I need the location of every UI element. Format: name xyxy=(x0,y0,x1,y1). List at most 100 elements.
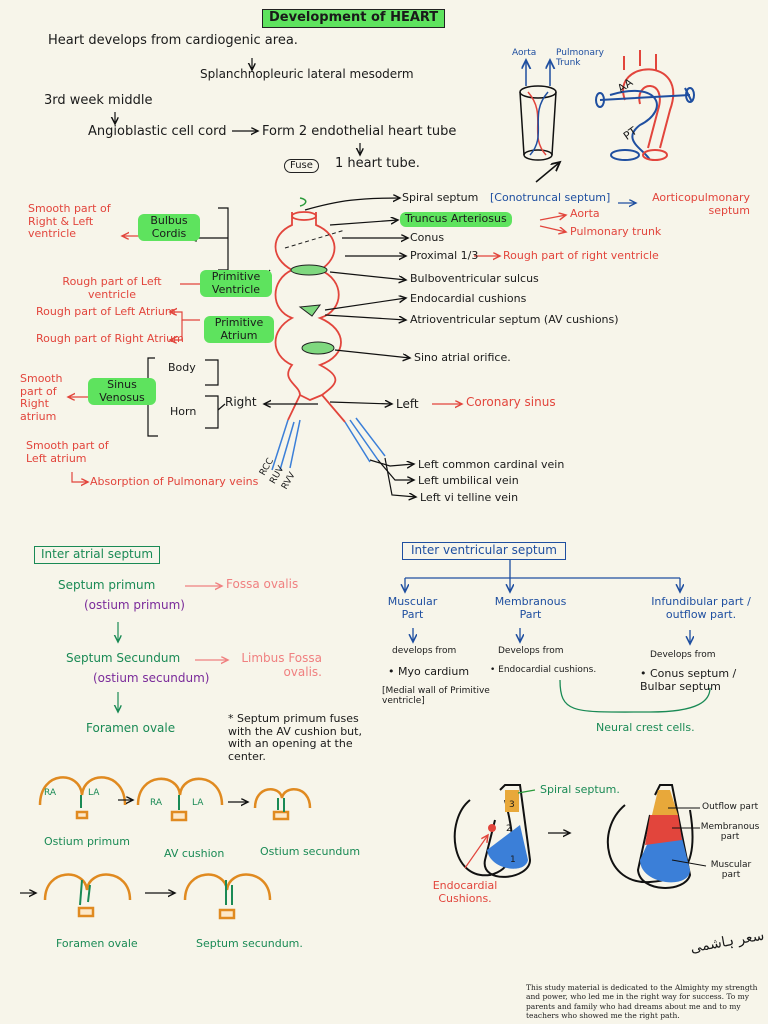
endocardial-label: Endocardial cushions xyxy=(410,292,527,305)
region-2-label: 2 xyxy=(506,824,512,834)
truncus-arteriosus-box: Truncus Arteriosus xyxy=(400,212,512,227)
cushions xyxy=(290,264,335,355)
neural-crest-label: Neural crest cells. xyxy=(596,721,695,734)
ivs-heading: Inter ventricular septum xyxy=(402,542,566,560)
ra-label-1: RA xyxy=(44,788,57,798)
intro-line-1: Heart develops from cardiogenic area. xyxy=(48,33,298,48)
ias-note: * Septum primum fuses with the AV cushio… xyxy=(228,712,362,763)
ventricle-drawing-2 xyxy=(606,784,694,889)
page-title: Development of HEART xyxy=(262,9,446,28)
membranous-part-bottom: Membranous part xyxy=(700,822,760,843)
heart-tube-drawing xyxy=(274,211,346,423)
la-label-2: LA xyxy=(192,798,204,808)
bulbus-cordis-box: Bulbus Cordis xyxy=(138,214,200,242)
endocardial-cushions-ivs: • Endocardial cushions. xyxy=(490,665,597,675)
intro-line-3: 3rd week middle xyxy=(44,93,153,108)
endocardial-cushions-bottom: Endocardial Cushions. xyxy=(432,879,498,905)
smooth-ra-label: Smooth part of Right atrium xyxy=(20,372,63,423)
ra-label-2: RA xyxy=(150,798,163,808)
ostium-secundum-bottom: Ostium secundum xyxy=(260,845,361,858)
pulmonary-trunk-label-red: Pulmonary trunk xyxy=(570,225,662,238)
outflow-part-bottom: Outflow part xyxy=(702,802,759,812)
aorticopulmonary-label: Aorticopulmonary septum xyxy=(652,191,750,217)
muscular-part-label: Muscular Part xyxy=(387,595,438,621)
right-horn-label: Right xyxy=(225,395,257,409)
intro-line-4: Angioblastic cell cord xyxy=(88,124,227,139)
limbus-label: Limbus Fossa ovalis. xyxy=(241,651,322,679)
left-common-cardinal-label: Left common cardinal vein xyxy=(418,458,565,471)
develops-from-3: Develops from xyxy=(650,650,716,660)
ostium-secundum-label: (ostium secundum) xyxy=(93,671,210,685)
medial-wall-label: [Medial wall of Primitive ventricle] xyxy=(382,686,490,707)
rough-la-label: Rough part of Left Atrium xyxy=(36,305,176,318)
tube-arrows xyxy=(147,198,416,497)
ivs-tree xyxy=(405,560,690,644)
develops-from-1: develops from xyxy=(392,646,457,656)
sinoatrial-label: Sino atrial orifice. xyxy=(414,351,511,364)
foramen-ovale-label: Foramen ovale xyxy=(86,721,176,735)
ias-arrows xyxy=(118,586,228,712)
spiral-septum-label: Spiral septum xyxy=(402,191,479,204)
neural-brace xyxy=(559,679,711,713)
outflow-tube-drawing xyxy=(519,60,560,183)
outflow-fill-2 xyxy=(652,790,678,815)
foramen-ovale-bottom: Foramen ovale xyxy=(56,937,138,950)
aorta-label-blue: Aorta xyxy=(512,48,537,58)
septum-secundum-label: Septum Secundum xyxy=(66,651,181,665)
outflow-fill-1 xyxy=(505,790,519,812)
bulboventricular-label: Bulboventricular sulcus xyxy=(410,272,539,285)
cushion-dot xyxy=(488,824,496,832)
muscular-part-bottom: Muscular part xyxy=(710,860,752,881)
intro-arrows xyxy=(115,58,360,155)
av-cushion-bottom: AV cushion xyxy=(164,847,225,860)
red-arrows xyxy=(68,215,566,482)
coronary-sinus-label: Coronary sinus xyxy=(466,395,556,409)
av-septum-label: Atrioventricular septum (AV cushions) xyxy=(410,313,619,326)
conotruncal-label: [Conotruncal septum] xyxy=(490,191,611,204)
infundibular-part-label: Infundibular part / outflow part. xyxy=(651,595,751,621)
rough-rv-label: Rough part of right ventricle xyxy=(503,249,659,262)
la-label-1: LA xyxy=(88,788,100,798)
spiral-septum-bottom: Spiral septum. xyxy=(540,783,620,796)
ias-heading: Inter atrial septum xyxy=(34,546,161,564)
left-umbilical-label: Left umbilical vein xyxy=(418,474,519,487)
left-horn-label: Left xyxy=(396,397,419,411)
sinus-venosus-box: Sinus Venosus xyxy=(88,378,156,406)
intro-line-6: 1 heart tube. xyxy=(335,156,420,171)
pulmonary-label-blue: Pulmonary Trunk xyxy=(556,48,604,69)
primitive-ventricle-box: Primitive Ventricle xyxy=(200,270,272,298)
region-3-label: 3 xyxy=(509,800,515,810)
intro-line-5: Form 2 endothelial heart tube xyxy=(262,124,457,139)
veins xyxy=(271,417,386,471)
ostium-primum-label: (ostium primum) xyxy=(84,598,185,612)
primitive-atrium-box: Primitive Atrium xyxy=(204,316,274,344)
body-label: Body xyxy=(168,361,196,374)
aorta-label-red: Aorta xyxy=(570,207,600,220)
fuse-label: Fuse xyxy=(284,159,319,173)
myocardium-label: • Myo cardium xyxy=(388,665,470,678)
absorption-label: Absorption of Pulmonary veins xyxy=(90,475,259,488)
septum-primum-label: Septum primum xyxy=(58,578,156,592)
intro-line-2: Splanchnopleuric lateral mesoderm xyxy=(200,67,414,81)
dedication-text: This study material is dedicated to the … xyxy=(526,983,758,1021)
rough-lv-label: Rough part of Left ventricle xyxy=(62,275,162,301)
left-vitelline-label: Left vi telline vein xyxy=(420,491,519,504)
region-1-label: 1 xyxy=(510,855,516,865)
spiral-symbol xyxy=(299,197,307,207)
membranous-fill-2 xyxy=(645,815,682,845)
conus-septum-label: • Conus septum / Bulbar septum xyxy=(640,667,737,693)
smooth-ventricle-label: Smooth part of Right & Left ventricle xyxy=(28,202,111,241)
ostium-primum-bottom: Ostium primum xyxy=(44,835,130,848)
aorta-pt-drawing xyxy=(595,50,695,161)
proximal-label: Proximal 1/3 xyxy=(410,249,479,262)
horn-label: Horn xyxy=(170,405,197,418)
smooth-la-label: Smooth part of Left atrium xyxy=(26,439,109,465)
conus-label: Conus xyxy=(410,231,445,244)
septum-secundum-bottom: Septum secundum. xyxy=(196,937,303,950)
muscular-fill-1 xyxy=(487,825,528,869)
membranous-part-label: Membranous Part xyxy=(494,595,567,621)
rough-ra-label: Rough part of Right Atrium xyxy=(36,332,184,345)
fossa-ovalis-label: Fossa ovalis xyxy=(226,577,299,591)
develops-from-2: Develops from xyxy=(498,646,564,656)
